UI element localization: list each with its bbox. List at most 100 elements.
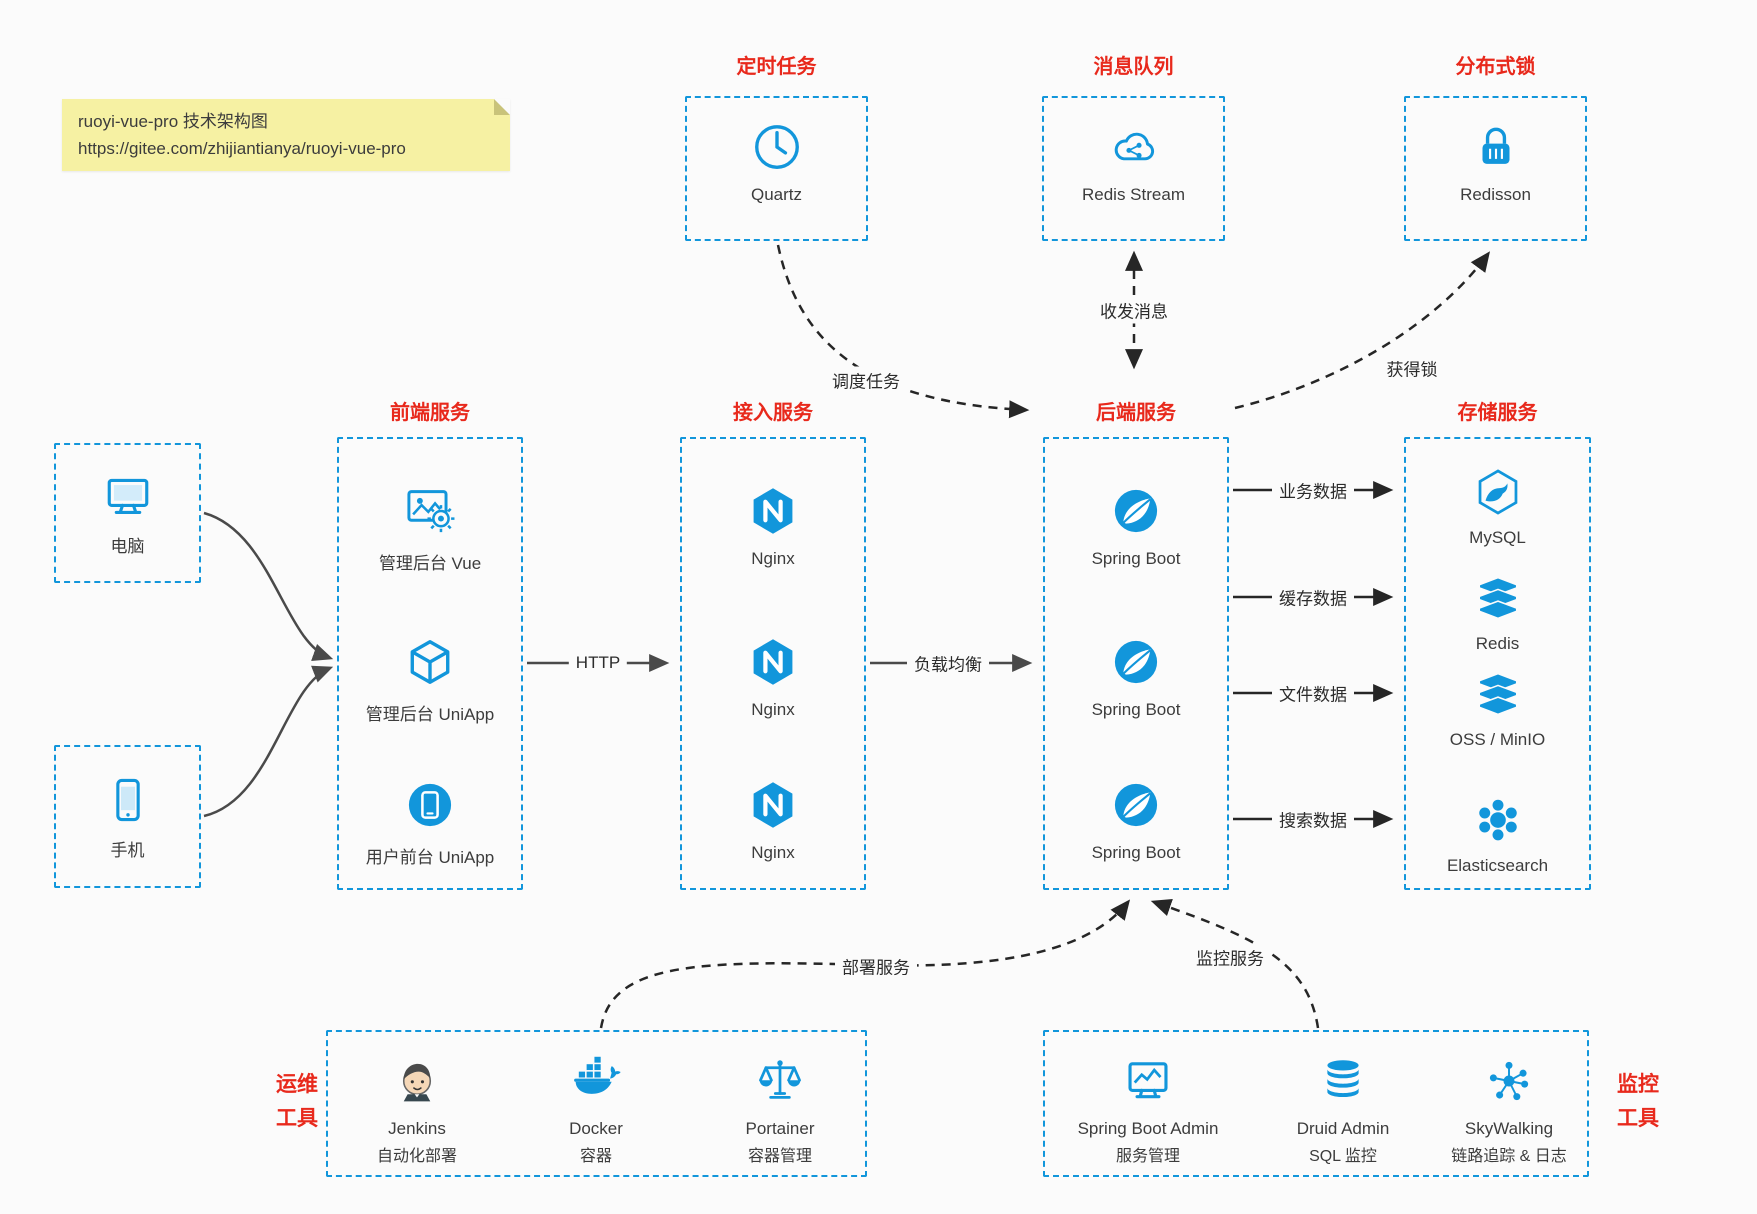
monitor-chart-icon bbox=[1123, 1056, 1173, 1106]
title-gateway-services: 接入服务 bbox=[733, 402, 813, 424]
phone-client-box: 手机 bbox=[54, 745, 201, 888]
title-distributed-lock: 分布式锁 bbox=[1455, 56, 1536, 78]
tool-druid-admin: Druid Admin SQL 监控 bbox=[1243, 1056, 1443, 1166]
scales-icon bbox=[755, 1056, 805, 1106]
tool-name: Portainer bbox=[745, 1119, 815, 1138]
node-springboot-3: Spring Boot bbox=[1045, 778, 1227, 863]
frontend-services-box: 管理后台 Vue 管理后台 UniApp 用户前台 UniApp bbox=[337, 437, 523, 890]
desktop-icon bbox=[103, 471, 153, 521]
lock-icon bbox=[1469, 120, 1523, 174]
node-admin-uniapp: 管理后台 UniApp bbox=[339, 635, 521, 725]
title-storage-services: 存储服务 bbox=[1457, 402, 1538, 424]
layer-stack-icon bbox=[1473, 573, 1523, 623]
elasticsearch-icon bbox=[1473, 795, 1523, 845]
mysql-icon bbox=[1473, 467, 1523, 517]
nginx-icon bbox=[746, 778, 800, 832]
docker-icon bbox=[571, 1056, 621, 1106]
jenkins-icon bbox=[392, 1056, 442, 1106]
quartz-panel: Quartz bbox=[685, 96, 868, 241]
edge-label-http: HTTP bbox=[568, 652, 628, 674]
spring-icon bbox=[1109, 635, 1163, 689]
ops-tools-box: Jenkins 自动化部署 Docker 容器 Portainer 容器管理 bbox=[326, 1030, 867, 1177]
edge-label-business-data: 业务数据 bbox=[1272, 476, 1354, 504]
ops-tools-label: 运维 工具 bbox=[255, 1068, 339, 1135]
tool-spring-boot-admin: Spring Boot Admin 服务管理 bbox=[1048, 1056, 1248, 1166]
node-label: 电脑 bbox=[110, 537, 145, 556]
redis-stream-panel: Redis Stream bbox=[1042, 96, 1225, 241]
tool-desc: 容器 bbox=[579, 1148, 612, 1165]
storage-services-box: MySQL Redis OSS / MinIO Elasticsearch bbox=[1404, 437, 1591, 890]
tool-name: SkyWalking bbox=[1464, 1119, 1554, 1138]
tool-name: Jenkins bbox=[388, 1119, 446, 1138]
node-pc: 电脑 bbox=[56, 471, 199, 557]
edge-deploy bbox=[599, 899, 1131, 1029]
node-nginx-1: Nginx bbox=[682, 484, 864, 569]
edge-phone-frontend bbox=[203, 665, 334, 818]
pc-client-box: 电脑 bbox=[54, 443, 201, 583]
node-label: Elasticsearch bbox=[1446, 856, 1549, 875]
node-mysql: MySQL bbox=[1406, 467, 1589, 548]
edge-schedule-task bbox=[776, 244, 1030, 419]
database-icon bbox=[1318, 1056, 1368, 1106]
tool-desc: 容器管理 bbox=[747, 1148, 812, 1165]
edge-label-load-balance: 负载均衡 bbox=[907, 649, 989, 677]
title-message-queue: 消息队列 bbox=[1093, 56, 1174, 78]
title-scheduled-tasks: 定时任务 bbox=[736, 56, 817, 78]
node-label: Redis Stream bbox=[1082, 185, 1185, 204]
sticky-note: ruoyi-vue-pro 技术架构图 https://gitee.com/zh… bbox=[62, 99, 510, 171]
nginx-icon bbox=[746, 484, 800, 538]
title-backend-services: 后端服务 bbox=[1096, 402, 1176, 424]
node-label: Nginx bbox=[751, 843, 795, 862]
smartphone-icon bbox=[103, 775, 153, 825]
spring-icon bbox=[1109, 484, 1163, 538]
redisson-panel: Redisson bbox=[1404, 96, 1587, 241]
node-label: Spring Boot bbox=[1091, 549, 1181, 568]
edge-monitor bbox=[1150, 899, 1320, 1029]
node-label: 手机 bbox=[110, 841, 145, 860]
node-label: Nginx bbox=[751, 700, 795, 719]
edge-label-monitor: 监控服务 bbox=[1189, 943, 1271, 971]
node-label: Quartz bbox=[750, 185, 803, 204]
tool-portainer: Portainer 容器管理 bbox=[680, 1056, 880, 1166]
layer-stack-icon bbox=[1473, 669, 1523, 719]
node-phone: 手机 bbox=[56, 775, 199, 861]
monitoring-label-line1: 监控 bbox=[1617, 1073, 1659, 1096]
node-user-uniapp: 用户前台 UniApp bbox=[339, 778, 521, 868]
node-label: OSS / MinIO bbox=[1449, 730, 1546, 749]
tool-desc: 服务管理 bbox=[1115, 1148, 1180, 1165]
tool-name: Spring Boot Admin bbox=[1077, 1119, 1219, 1138]
node-quartz: Quartz bbox=[687, 120, 866, 205]
edge-pc-frontend bbox=[203, 511, 334, 661]
node-label: Redis bbox=[1475, 634, 1520, 653]
nginx-icon bbox=[746, 635, 800, 689]
monitoring-label-line2: 工具 bbox=[1617, 1106, 1659, 1130]
edge-label-message: 收发消息 bbox=[1093, 296, 1175, 324]
edge-label-search-data: 搜索数据 bbox=[1272, 805, 1354, 833]
monitoring-tools-box: Spring Boot Admin 服务管理 Druid Admin SQL 监… bbox=[1043, 1030, 1589, 1177]
edge-label-deploy: 部署服务 bbox=[835, 952, 917, 980]
tool-docker: Docker 容器 bbox=[496, 1056, 696, 1166]
node-label: Nginx bbox=[751, 549, 795, 568]
edge-get-lock bbox=[1234, 251, 1491, 410]
tool-name: Docker bbox=[569, 1119, 623, 1138]
node-springboot-2: Spring Boot bbox=[1045, 635, 1227, 720]
node-redis-stream: Redis Stream bbox=[1044, 120, 1223, 205]
tool-desc: SQL 监控 bbox=[1309, 1148, 1377, 1165]
title-frontend-services: 前端服务 bbox=[390, 402, 470, 424]
edge-label-get-lock: 获得锁 bbox=[1379, 354, 1445, 382]
tool-name: Druid Admin bbox=[1296, 1119, 1390, 1138]
monitoring-tools-label: 监控 工具 bbox=[1596, 1068, 1680, 1135]
ops-label-line2: 工具 bbox=[276, 1106, 318, 1130]
node-label: 管理后台 UniApp bbox=[365, 705, 495, 724]
spring-icon bbox=[1109, 778, 1163, 832]
node-springboot-1: Spring Boot bbox=[1045, 484, 1227, 569]
edge-label-cache-data: 缓存数据 bbox=[1272, 583, 1354, 611]
node-label: 用户前台 UniApp bbox=[365, 848, 495, 867]
edge-label-schedule-task: 调度任务 bbox=[825, 366, 907, 394]
cloud-network-icon bbox=[1107, 120, 1161, 174]
node-redis: Redis bbox=[1406, 573, 1589, 654]
node-oss-minio: OSS / MinIO bbox=[1406, 669, 1589, 750]
gateway-services-box: Nginx Nginx Nginx bbox=[680, 437, 866, 890]
tool-skywalking: SkyWalking 链路追踪 & 日志 bbox=[1409, 1056, 1609, 1166]
